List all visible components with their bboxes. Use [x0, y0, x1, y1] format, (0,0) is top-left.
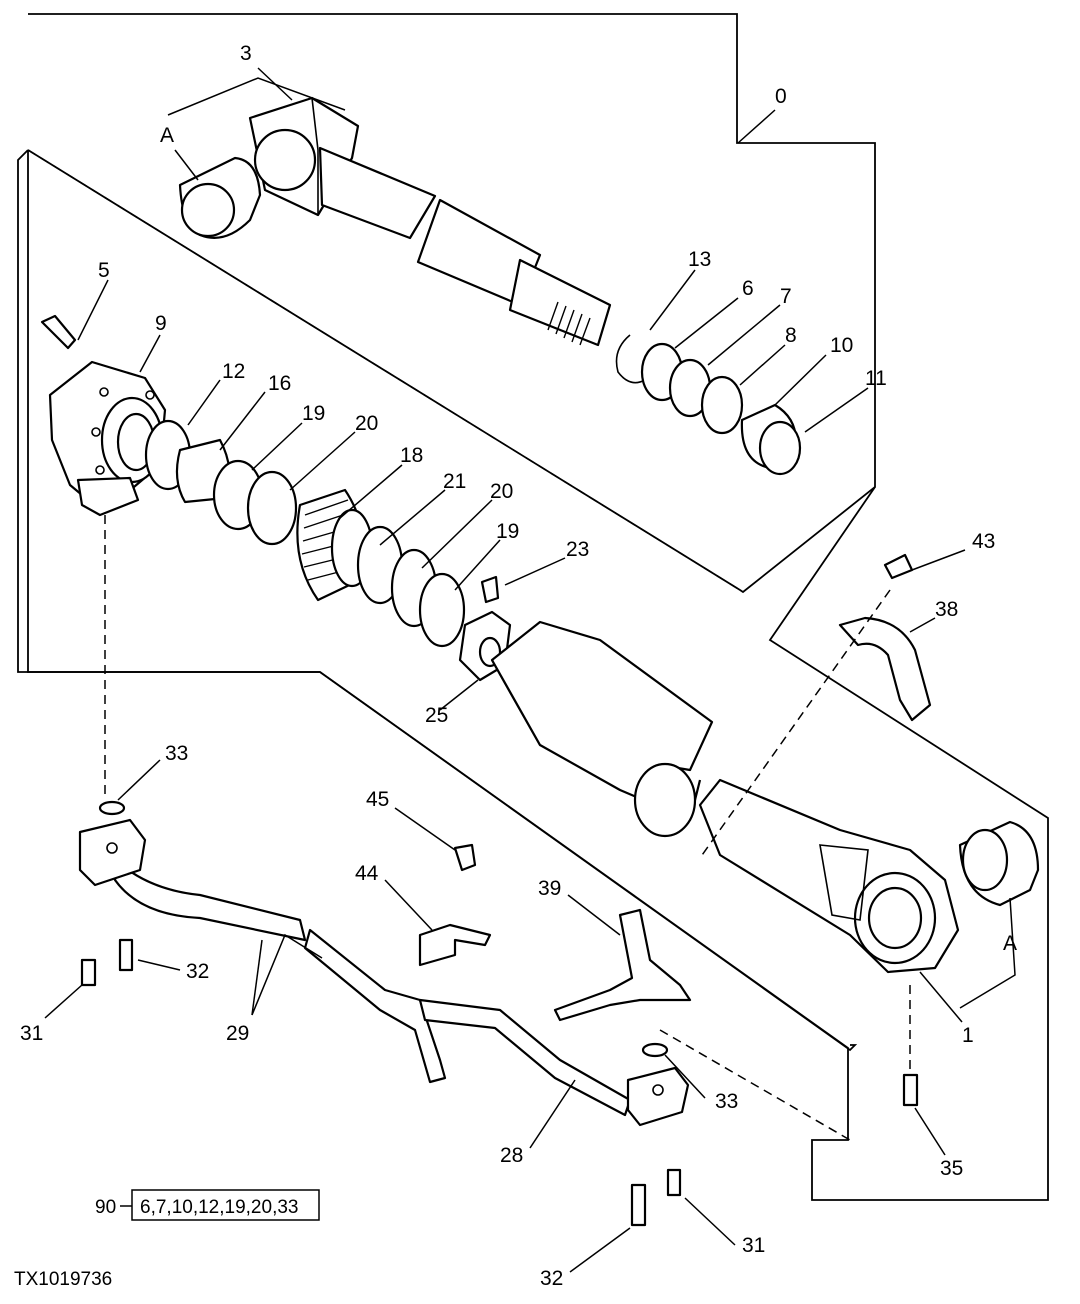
callout-5: 5 — [98, 259, 110, 282]
callout-39: 39 — [538, 877, 561, 900]
callout-a-right: A — [1003, 932, 1017, 955]
callout-20-left: 20 — [355, 412, 378, 435]
callout-8: 8 — [785, 324, 797, 347]
o-ring-33-right — [641, 1042, 669, 1058]
leader-lines — [44, 67, 1016, 1273]
callout-33-left: 33 — [165, 742, 188, 765]
callout-23: 23 — [566, 538, 589, 561]
clamp-38 — [838, 553, 932, 722]
kit-contents: 6,7,10,12,19,20,33 — [140, 1197, 298, 1218]
callout-6: 6 — [742, 277, 754, 300]
callout-9: 9 — [155, 312, 167, 335]
callout-16: 16 — [268, 372, 291, 395]
kit-number: 90 — [95, 1197, 116, 1218]
callout-32-left: 32 — [186, 960, 209, 983]
clamp-39 — [553, 908, 692, 1022]
callout-45: 45 — [366, 788, 389, 811]
bolt-31-left — [80, 958, 97, 987]
callout-21: 21 — [443, 470, 466, 493]
callout-3: 3 — [240, 42, 252, 65]
callout-33-right: 33 — [715, 1090, 738, 1113]
bushing-a-right — [958, 820, 1040, 907]
rod-group-frame — [27, 13, 876, 594]
callout-13: 13 — [688, 248, 711, 271]
callout-1: 1 — [962, 1024, 974, 1047]
callout-28: 28 — [500, 1144, 523, 1167]
cylinder-group-frame-lower — [17, 149, 1049, 1201]
callout-43: 43 — [972, 530, 995, 553]
flange-left — [78, 818, 147, 887]
gland-seals — [144, 419, 298, 546]
kit-contents-box — [131, 1189, 320, 1221]
callout-32-right: 32 — [540, 1267, 563, 1290]
callout-35: 35 — [940, 1157, 963, 1180]
clamp-44 — [418, 843, 492, 967]
callout-25: 25 — [425, 704, 448, 727]
flange-right — [626, 1066, 690, 1127]
bolt-32-left — [118, 938, 134, 972]
callout-19-right: 19 — [496, 520, 519, 543]
tube-lines — [113, 860, 632, 1117]
align-line-gland — [27, 149, 741, 591]
callout-31-left: 31 — [20, 1022, 43, 1045]
callout-29: 29 — [226, 1022, 249, 1045]
bolt-35 — [902, 1073, 919, 1107]
callout-31-right: 31 — [742, 1234, 765, 1257]
gland-head — [40, 314, 167, 517]
align-line-clamp — [699, 589, 891, 859]
callout-44: 44 — [355, 862, 379, 885]
cylinder-barrel — [490, 620, 960, 974]
bolt-32-right — [630, 1183, 647, 1227]
rod-assembly — [178, 96, 612, 347]
piston — [296, 488, 466, 648]
callout-12: 12 — [222, 360, 245, 383]
rod-seals — [615, 334, 802, 476]
callout-38: 38 — [935, 598, 958, 621]
callout-0: 0 — [775, 85, 787, 108]
figure-id: TX1019736 — [14, 1269, 112, 1290]
bolt-31-right — [666, 1168, 682, 1197]
callout-18: 18 — [400, 444, 423, 467]
callout-7: 7 — [780, 285, 792, 308]
callout-a-top: A — [160, 124, 174, 147]
callout-11: 11 — [865, 367, 887, 390]
o-ring-33-left — [98, 800, 126, 816]
align-line-flange — [659, 1029, 851, 1141]
callout-20-right: 20 — [490, 480, 513, 503]
callout-19-left: 19 — [302, 402, 325, 425]
callout-10: 10 — [830, 334, 853, 357]
